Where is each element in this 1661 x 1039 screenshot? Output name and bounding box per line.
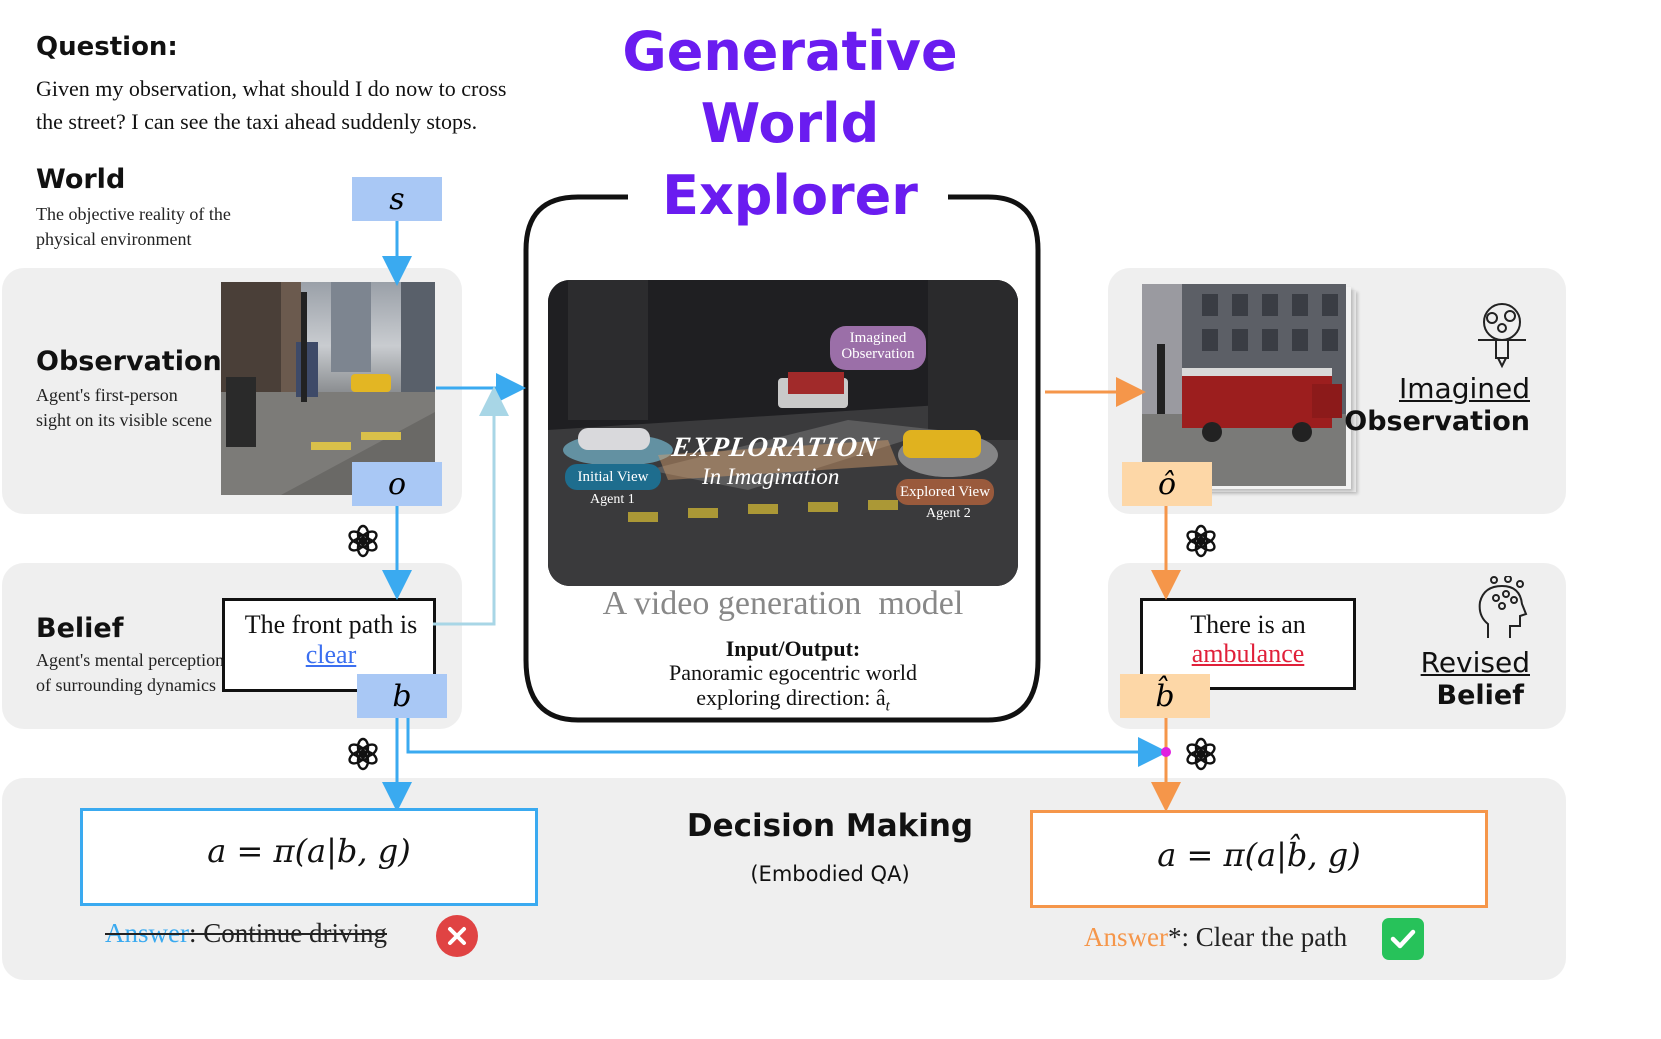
imagined-heading-1: Imagined xyxy=(1399,372,1530,405)
openai-logo-icon xyxy=(348,524,378,558)
observation-heading: Observation xyxy=(36,346,222,377)
model-caption: A video generation model xyxy=(602,585,964,622)
in-imagination-text: In Imagination xyxy=(702,464,840,489)
belief-var-b: b xyxy=(357,674,447,718)
ambulance-link[interactable]: ambulance xyxy=(1191,639,1305,668)
openai-logo-icon xyxy=(1186,737,1216,771)
left-answer: Answer: Continue driving xyxy=(105,918,387,949)
belief-box-text: The front path is clear xyxy=(232,610,430,670)
revised-var-b-hat: b̂ xyxy=(1120,674,1210,718)
belief-heading: Belief xyxy=(36,613,124,644)
title-line-3: Explorer xyxy=(662,164,918,227)
left-answer-label: Answer xyxy=(105,918,189,948)
agent1-label: Agent 1 xyxy=(590,492,635,507)
left-formula: a = π(a|b, g) xyxy=(207,832,411,870)
right-answer-text: *: Clear the path xyxy=(1167,922,1348,952)
revised-heading-1: Revised xyxy=(1420,646,1530,679)
title-line-1: Generative xyxy=(622,20,958,83)
io-text-2-sub: t xyxy=(885,698,890,715)
main-title: Generative World Explorer xyxy=(620,16,960,232)
right-answer-label: Answer xyxy=(1084,922,1168,952)
io-text-1: Panoramic egocentric world xyxy=(668,660,917,685)
io-text-2-main: exploring direction: â xyxy=(696,685,886,710)
question-label: Question: xyxy=(36,32,178,62)
revised-heading-2: Belief xyxy=(1436,680,1524,711)
explored-view-tag: Explored View xyxy=(896,479,994,505)
io-text-2: exploring direction: ât xyxy=(548,685,1038,715)
right-formula-box xyxy=(1030,810,1488,908)
world-heading: World xyxy=(36,164,126,195)
belief-box-prefix: The front path is xyxy=(244,610,418,639)
revised-belief-prefix: There is an xyxy=(1190,610,1306,639)
left-formula-box xyxy=(80,808,538,906)
left-answer-text: : Continue driving xyxy=(188,918,387,948)
exploration-image xyxy=(548,280,1018,586)
question-text: Given my observation, what should I do n… xyxy=(36,76,507,134)
initial-view-tag: Initial View xyxy=(565,464,661,490)
right-formula: a = π(a|b̂, g) xyxy=(1157,836,1361,874)
observation-desc: Agent's first-person sight on its visibl… xyxy=(36,385,212,430)
junction-dot xyxy=(1161,747,1171,757)
agent2-label: Agent 2 xyxy=(926,506,971,521)
imagined-heading-2: Observation xyxy=(1344,406,1530,437)
openai-logo-icon xyxy=(1186,524,1216,558)
openai-logo-icon xyxy=(348,737,378,771)
decision-heading: Decision Making xyxy=(686,808,974,844)
imagined-observation-tag: Imagined Observation xyxy=(830,326,926,370)
cross-mark-icon xyxy=(436,915,478,957)
title-line-2: World xyxy=(700,92,880,155)
decision-subheading: (Embodied QA) xyxy=(750,862,910,886)
belief-desc: Agent's mental perception of surrounding… xyxy=(36,650,225,695)
world-desc: The objective reality of the physical en… xyxy=(36,204,231,249)
observation-image xyxy=(221,282,435,495)
belief-clear-link[interactable]: clear xyxy=(305,640,357,669)
brain-icon xyxy=(1478,303,1526,369)
imagined-var-o-hat: ô xyxy=(1122,462,1212,506)
right-answer: Answer*: Clear the path xyxy=(1084,922,1347,953)
imagined-observation-image xyxy=(1142,284,1346,486)
check-mark-icon xyxy=(1382,918,1424,960)
head-thought-icon xyxy=(1478,576,1528,638)
io-label: Input/Output: xyxy=(725,636,861,661)
world-var-s: s xyxy=(352,177,442,221)
observation-var-o: o xyxy=(352,462,442,506)
exploration-text: EXPLORATION xyxy=(669,432,882,463)
